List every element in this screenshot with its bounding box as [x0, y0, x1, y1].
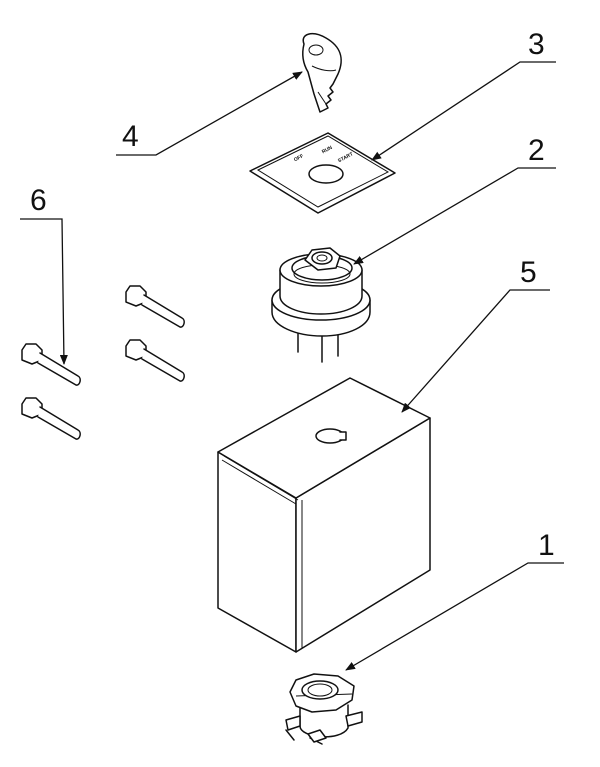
bolt-4: [21, 397, 81, 440]
callout-label-5: 5: [520, 256, 537, 289]
callout-label-1: 1: [538, 529, 555, 562]
callout-label-4: 4: [122, 120, 139, 153]
key-part: [302, 32, 342, 113]
callout-4: 4: [116, 71, 303, 156]
callout-5: 5: [401, 256, 550, 413]
callout-3: 3: [371, 28, 556, 161]
callout-6: 6: [20, 184, 68, 365]
callout-2: 2: [353, 134, 556, 265]
plate-label-run: RUN: [321, 145, 334, 156]
callout-label-6: 6: [30, 184, 47, 217]
cable-connector-part: [285, 673, 363, 745]
enclosure-box-part: [217, 377, 431, 653]
callout-1: 1: [345, 529, 564, 671]
callout-label-3: 3: [528, 28, 545, 61]
bolt-2: [125, 339, 185, 382]
bolt-3: [21, 343, 81, 386]
bolt-1: [125, 285, 185, 328]
plate-label-off: OFF: [293, 153, 305, 163]
ignition-label-plate: OFF RUN START: [249, 132, 396, 214]
ignition-switch-part: [271, 247, 371, 363]
callout-label-2: 2: [528, 134, 545, 167]
